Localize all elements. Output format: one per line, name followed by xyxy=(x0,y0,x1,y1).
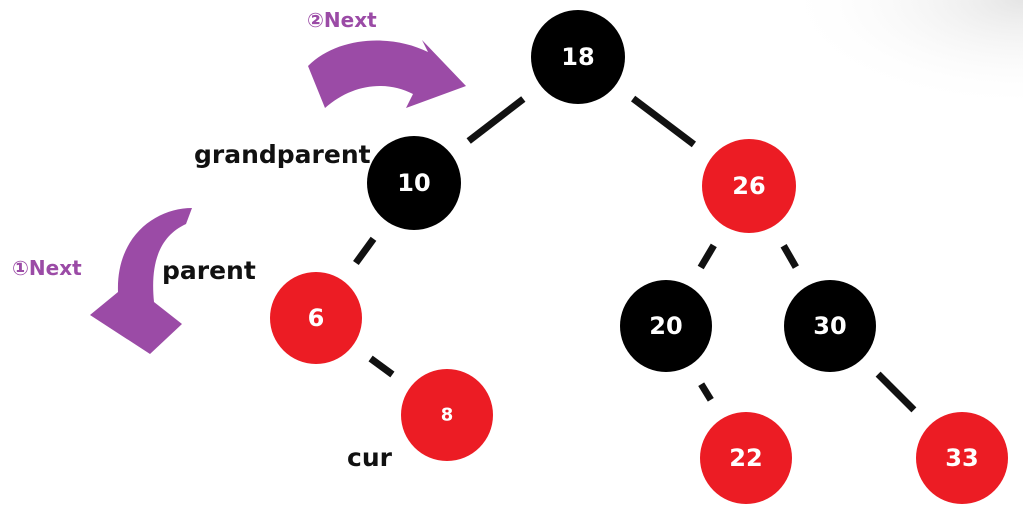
node-value: 20 xyxy=(649,312,682,340)
node-circle-red xyxy=(270,272,362,364)
node-value: 6 xyxy=(308,304,325,332)
tree-node-30: 30 xyxy=(784,280,876,372)
edge-n20-n22 xyxy=(698,382,714,402)
tree-node-26: 26 xyxy=(702,139,796,233)
node-value: 8 xyxy=(441,405,454,426)
tree-node-22: 22 xyxy=(700,412,792,504)
node-circle-red xyxy=(401,369,493,461)
node-circle-black xyxy=(531,10,625,104)
edge-n30-n33 xyxy=(875,371,917,413)
node-circle-red xyxy=(700,412,792,504)
cur-label: cur xyxy=(347,443,393,472)
step2-next-label: ②Next xyxy=(307,8,377,32)
tree-node-20: 20 xyxy=(620,280,712,372)
node-circle-red xyxy=(916,412,1008,504)
tree-node-10: 10 xyxy=(367,136,461,230)
edge-n6-n8 xyxy=(368,355,395,378)
corner-shadow xyxy=(780,0,1023,110)
node-value: 22 xyxy=(729,444,762,472)
parent-label: parent xyxy=(162,256,256,285)
node-value: 30 xyxy=(813,312,846,340)
node-value: 10 xyxy=(397,169,430,197)
node-circle-black xyxy=(367,136,461,230)
edge-n26-n20 xyxy=(697,243,717,270)
node-circle-red xyxy=(702,139,796,233)
step1-arrow-icon xyxy=(90,208,192,354)
edge-n18-n26 xyxy=(630,95,697,148)
tree-node-33: 33 xyxy=(916,412,1008,504)
node-value: 18 xyxy=(561,43,594,71)
node-circle-black xyxy=(784,280,876,372)
node-circle-black xyxy=(620,280,712,372)
tree-node-6: 6 xyxy=(270,272,362,364)
node-value: 33 xyxy=(945,444,978,472)
node-value: 26 xyxy=(732,172,765,200)
step2-arrow-icon xyxy=(308,40,466,108)
step1-next-label: ①Next xyxy=(12,256,82,280)
edges-layer xyxy=(353,95,917,413)
edge-n18-n10 xyxy=(466,96,526,144)
tree-node-8: 8 xyxy=(401,369,493,461)
tree-node-18: 18 xyxy=(531,10,625,104)
edge-n10-n6 xyxy=(353,236,377,266)
grandparent-label: grandparent xyxy=(194,140,371,169)
edge-n26-n30 xyxy=(780,243,799,269)
nodes-layer: 18 10 26 6 8 20 30 22 33 xyxy=(270,10,1008,504)
